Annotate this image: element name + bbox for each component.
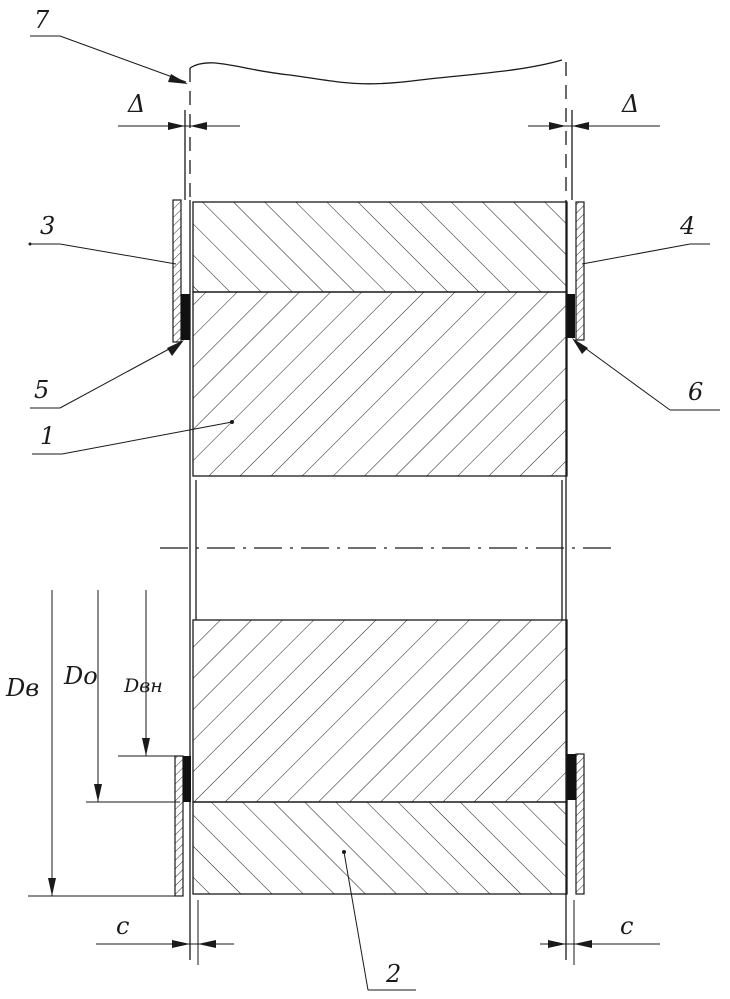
- c-right-dimension: c: [540, 912, 660, 948]
- delta-left-dimension: Δ: [118, 90, 240, 130]
- ref-7-label: 7: [34, 6, 50, 34]
- ref-4: 4: [582, 212, 710, 264]
- pad-lower-left: [183, 756, 191, 802]
- plate-3: [173, 200, 181, 342]
- ref-3: 3: [29, 212, 177, 264]
- delta-left-label: Δ: [127, 90, 145, 118]
- c-left-dimension: c: [96, 912, 234, 948]
- ref-3-label: 3: [40, 212, 55, 240]
- dim-Dvn: Dвн: [118, 590, 180, 756]
- ref-2-label: 2: [385, 960, 401, 988]
- pad-lower-right: [567, 754, 576, 800]
- dim-Do-label: Dо: [63, 662, 98, 690]
- ref-7: 7: [30, 6, 188, 84]
- plate-4: [576, 202, 584, 340]
- ref-4-label: 4: [679, 212, 695, 240]
- ref-5: 5: [30, 340, 184, 408]
- delta-right-label: Δ: [621, 90, 639, 118]
- part-2: [193, 802, 567, 894]
- delta-right-dimension: Δ: [528, 90, 660, 130]
- part-1-upper: [193, 292, 567, 476]
- pad-6: [567, 294, 575, 338]
- plate-lower-left: [175, 756, 183, 896]
- c-right-label: c: [620, 912, 633, 940]
- ref-6-label: 6: [688, 378, 703, 406]
- plate-lower-right: [576, 754, 584, 894]
- dim-Dvn-label: Dвн: [123, 675, 163, 697]
- dim-Dv: Dв: [5, 590, 178, 896]
- tool-7: [190, 60, 566, 200]
- upper-ring: [193, 202, 567, 292]
- c-left-label: c: [116, 912, 129, 940]
- pad-5: [181, 294, 190, 340]
- ref-5-label: 5: [34, 376, 49, 404]
- part-1-lower: [193, 620, 567, 802]
- dim-Dv-label: Dв: [5, 674, 39, 702]
- ref-1-label: 1: [40, 422, 55, 450]
- ref-6: 6: [572, 338, 720, 410]
